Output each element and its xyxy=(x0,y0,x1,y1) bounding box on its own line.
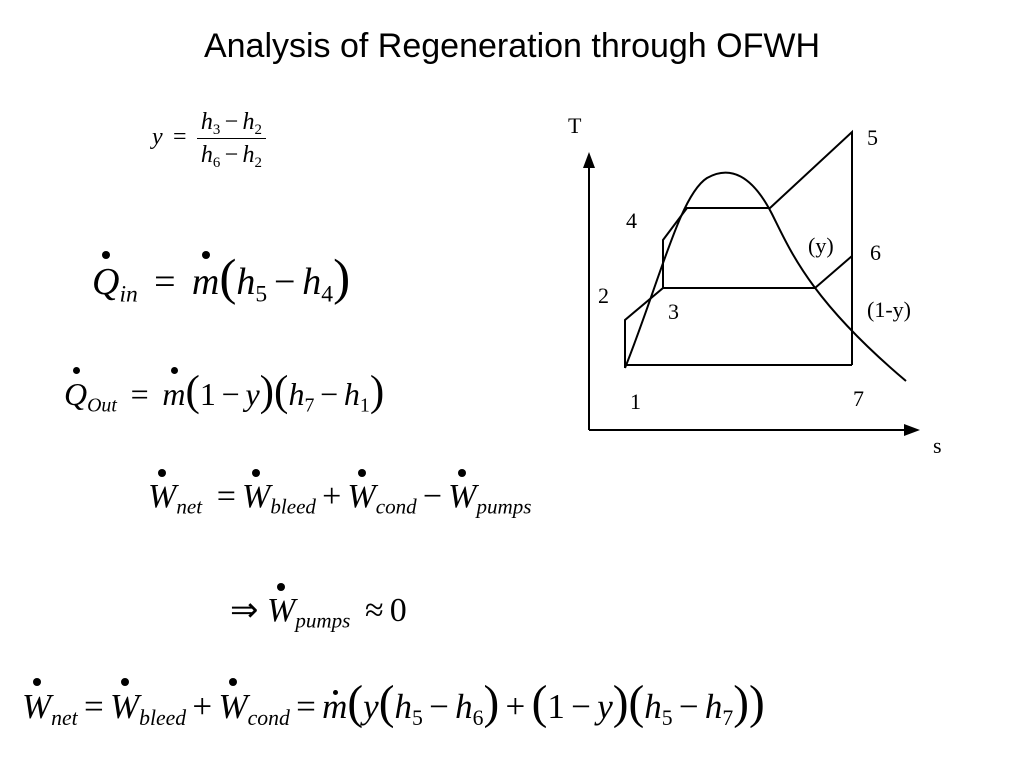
eq-y-numerator: h3−h2 xyxy=(196,110,266,139)
eq-y-equals: = xyxy=(172,124,187,151)
equation-net-work-expanded: Wnet=Wbleed+Wcond=m(y(h5−h6)+(1−y)(h5−h7… xyxy=(22,677,765,730)
eq-qout-equals: = xyxy=(130,376,149,412)
eq-wnet-w-cond: W xyxy=(347,469,376,515)
eq-qin-h5: h xyxy=(236,261,256,303)
eq-wnet-w-pumps: W xyxy=(448,469,477,515)
eq-y-denominator: h6−h2 xyxy=(200,142,262,171)
equation-pump-work-negligible: ⇒ Wpumps ≈0 xyxy=(230,583,407,633)
eq-wnet-w-bleed: W xyxy=(242,469,271,515)
implies-arrow: ⇒ xyxy=(230,592,259,629)
axis-label-s: s xyxy=(933,433,942,458)
cycle-pump-and-heating xyxy=(624,129,853,368)
t-axis-arrow xyxy=(583,152,595,168)
eq-qout-q-sub: Out xyxy=(87,394,117,417)
point-label-4: 4 xyxy=(626,208,637,233)
eq-qin-rparen: ) xyxy=(333,249,351,306)
eq-pumps-w: W xyxy=(267,583,296,629)
eq-qin-minus: − xyxy=(274,261,296,303)
label-condenser-fraction: (1-y) xyxy=(867,297,911,322)
eq-wnet-w-net: W xyxy=(148,469,177,515)
eq-final-m: m xyxy=(322,687,348,726)
equation-bleed-fraction: y = h3−h2 h6−h2 xyxy=(152,110,266,171)
eq-qout-q: Q xyxy=(64,367,88,412)
eq-qin-h4: h xyxy=(302,261,322,303)
eq-y-lhs: y xyxy=(152,124,163,151)
point-label-3: 3 xyxy=(668,299,679,324)
eq-qin-m: m xyxy=(191,250,220,303)
eq-qin-q: Q xyxy=(92,250,120,303)
s-axis-arrow xyxy=(904,424,920,436)
equation-heat-out: QOut = m(1−y)(h7−h1) xyxy=(64,367,385,417)
eq-qout-m: m xyxy=(162,367,186,412)
equation-net-work: Wnet =Wbleed+Wcond−Wpumps xyxy=(148,469,532,519)
axis-label-t: T xyxy=(568,113,582,138)
eq-qout-y: y xyxy=(245,376,260,412)
eq-y-fraction: h3−h2 h6−h2 xyxy=(196,110,266,171)
eq-qin-equals: = xyxy=(154,261,176,303)
approx-symbol: ≈ xyxy=(364,592,384,629)
equation-heat-in: Qin = m(h5−h4) xyxy=(92,249,351,308)
point-label-1: 1 xyxy=(630,389,641,414)
slide-title: Analysis of Regeneration through OFWH xyxy=(203,27,821,65)
saturation-dome xyxy=(624,171,907,382)
cycle-bleed-expansion xyxy=(814,255,853,289)
eq-qin-q-sub: in xyxy=(119,281,138,308)
label-bleed-fraction: (y) xyxy=(808,233,834,258)
point-label-2: 2 xyxy=(598,283,609,308)
point-label-7: 7 xyxy=(853,386,864,411)
point-label-5: 5 xyxy=(867,125,878,150)
point-label-6: 6 xyxy=(870,240,881,265)
eq-qin-lparen: ( xyxy=(219,249,237,306)
eq-qout-one: 1 xyxy=(199,376,216,412)
